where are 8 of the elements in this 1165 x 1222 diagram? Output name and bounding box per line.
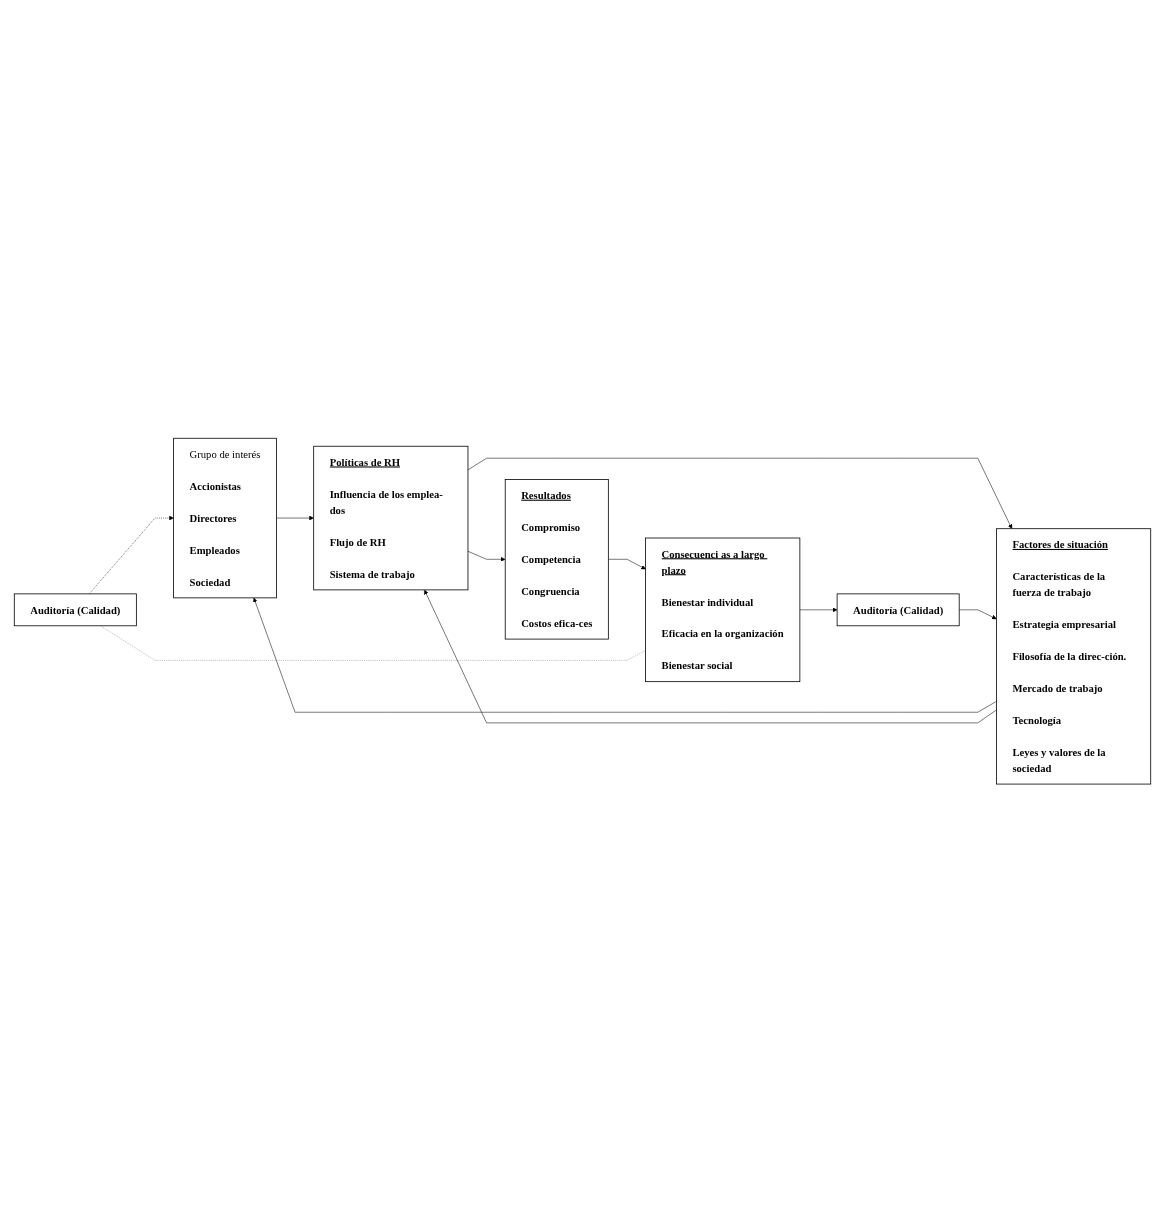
connector: [100, 625, 646, 661]
node-box: Factores de situación Características de la fuerza de trabajo Estrategia empresarial Filosofía de la direc-ción. Mercado de trabajo Tecnología Leyes y valores de la sociedad: [996, 528, 1152, 785]
node-box: Resultados Compromiso Competencia Congruencia Costos efica-ces: [504, 478, 609, 640]
node-box: Políticas de RH Influencia de los emplea-dos Flujo de RH Sistema de trabajo: [313, 445, 469, 591]
node-box: Consecuenci as a largo plazo Bienestar individual Eficacia en la organización Bienestar social: [645, 537, 801, 682]
node-box: Auditoría (Calidad): [13, 593, 137, 626]
node-box: Grupo de interés Accionistas Directores Empleados Sociedad: [173, 437, 277, 599]
node-box: Auditoría (Calidad): [836, 593, 960, 626]
